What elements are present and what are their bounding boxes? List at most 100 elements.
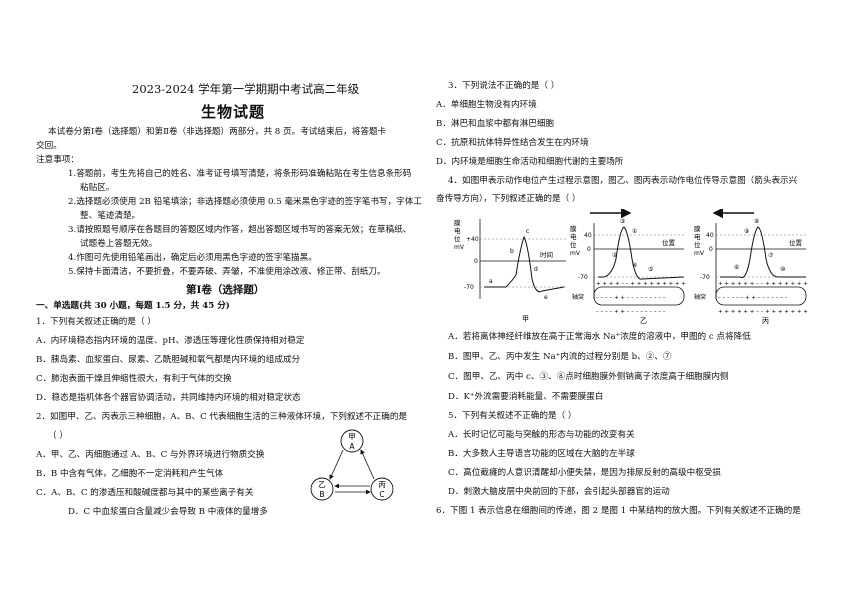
- label-top-sub: A: [349, 442, 355, 451]
- q2-option-c: C．A、B、C 的渗透压和酸碱度都与其中的某些离子有关: [36, 488, 254, 498]
- svg-text:⑩: ⑩: [780, 266, 785, 273]
- q2-option-d: D．C 中血浆蛋白含量减少会导致 B 中液体的量增多: [68, 507, 268, 517]
- q4-stem: 4．如图甲表示动作电位产生过程示意图，图乙、图丙表示动作电位传导示意图（箭头表示…: [448, 176, 798, 186]
- q5-option-b: B．大多数人主导语言功能的区域在大脑的左半球: [448, 449, 635, 459]
- svg-text:膜: 膜: [694, 224, 701, 233]
- svg-text:轴突: 轴突: [572, 293, 584, 301]
- svg-text:– – – – – – + + – – – – – – –: – – – – – – + + – – – – – – –: [718, 295, 788, 301]
- label-left-sub: B: [319, 490, 324, 499]
- svg-text:+40: +40: [466, 236, 479, 243]
- svg-text:位置: 位置: [662, 238, 676, 247]
- svg-text:乙: 乙: [640, 317, 647, 325]
- q5-option-c: C．高位截瘫的人意识清醒却小便失禁，是因为排尿反射的高级中枢受损: [448, 468, 721, 478]
- svg-text:– – – – + + – – – – – – – – –: – – – – + + – – – – – – – – –: [596, 295, 666, 301]
- q1-stem: 1．下列有关叙述正确的是（ ）: [36, 317, 156, 327]
- svg-text:-70: -70: [578, 274, 588, 281]
- circle-b: [310, 477, 334, 501]
- svg-text:位: 位: [454, 234, 461, 243]
- label-top: 甲: [348, 432, 356, 441]
- svg-text:+ + + + + + – – + + + + + + +: + + + + + + – – + + + + + + +: [718, 309, 808, 315]
- cell-environment-diagram: 甲 A 乙 B 丙 C: [310, 429, 394, 501]
- svg-text:e: e: [544, 294, 548, 301]
- exam-title: 2023-2024 学年第一学期期中考试高二年级: [132, 82, 360, 96]
- svg-text:①: ①: [632, 228, 637, 235]
- action-potential-figure: 膜 电 位 mV +40 0 -70 时间 a b c d e 甲 膜 电 位 …: [454, 209, 808, 325]
- svg-text:c: c: [526, 228, 529, 235]
- q1-option-d: D．稳态是指机体各个器官协调活动，共同维持内环境的相对稳定状态: [36, 393, 301, 403]
- note-item: 3.请按照题号顺序在各题目的答题区域内作答，超出答题区域书写的答案无效；在草稿纸…: [68, 225, 412, 235]
- label-left: 乙: [318, 480, 326, 489]
- note-item: 整、笔迹清楚。: [80, 211, 141, 221]
- svg-text:④: ④: [632, 262, 637, 269]
- q4-option-c: C．图甲、乙、丙中 c、③、⑧点时细胞膜外侧钠离子浓度高于细胞膜内侧: [448, 372, 729, 382]
- q6-stem: 6．下图 1 表示信息在细胞间的传递，图 2 是图 1 中某结构的放大图。下列有…: [436, 506, 801, 516]
- svg-text:位置: 位置: [789, 238, 803, 247]
- section-title: 一、单选题(共 30 小题，每题 1.5 分，共 45 分): [36, 301, 230, 311]
- svg-text:-70: -70: [464, 284, 474, 291]
- arrow-c-a: [360, 449, 375, 480]
- q3-option-c: C．抗原和抗体特异性结合发生在内环境: [436, 138, 589, 148]
- q1-option-b: B．胰岛素、血浆蛋白、尿素、乙酰胆碱和氧气都是内环境的组成成分: [36, 355, 301, 365]
- arrow-a-b: [329, 449, 344, 480]
- q5-stem: 5．下列有关叙述不正确的是（ ）: [448, 411, 577, 421]
- svg-text:40: 40: [706, 232, 714, 239]
- q5-option-a: A．长时记忆可能与突触的形态与功能的改变有关: [448, 430, 635, 440]
- intro-line: 交回。: [36, 141, 62, 151]
- svg-text:mV: mV: [570, 250, 581, 257]
- q5-option-d: D．刺激大脑皮层中央前回的下部，会引起头部器官的运动: [448, 487, 670, 497]
- svg-text:+ + + + + + – – + + + + + + +: + + + + + + – – + + + + + + +: [718, 281, 808, 287]
- note-item: 2.选择题必须使用 2B 铅笔填涂；非选择题必须使用 0.5 毫米黑色字迹的签字…: [68, 197, 422, 207]
- part-title: 第Ⅰ卷（选择题）: [186, 284, 265, 296]
- note-item: 5.保持卡面清洁，不要折叠，不要弄破、弄皱，不准使用涂改液、修正带、刮纸刀。: [68, 267, 386, 277]
- q3-option-d: D．内环境是细胞生命活动和细胞代谢的主要场所: [436, 157, 624, 167]
- svg-text:⑦: ⑦: [768, 252, 774, 259]
- svg-text:甲: 甲: [522, 315, 529, 323]
- svg-text:电: 电: [454, 226, 461, 235]
- svg-text:轴突: 轴突: [694, 293, 706, 301]
- svg-text:mV: mV: [694, 250, 705, 257]
- svg-text:⑥: ⑥: [734, 264, 739, 271]
- svg-text:②: ②: [612, 252, 618, 259]
- q1-option-c: C．肺泡表面干燥且伸缩性很大，有利于气体的交换: [36, 374, 232, 384]
- q3-stem: 3．下列说法不正确的是（ ）: [448, 81, 560, 91]
- svg-text:0: 0: [474, 258, 478, 265]
- intro-line: 本试卷分第Ⅰ卷（选择题）和第Ⅱ卷（非选择题）两部分，共 8 页。考试结束后，将答…: [48, 127, 387, 137]
- q2-option-a: A．甲、乙、丙细胞通过 A、B、C 与外界环境进行物质交换: [36, 450, 265, 460]
- svg-text:⑨: ⑨: [744, 228, 749, 235]
- axon-bing: [715, 286, 807, 306]
- q2-paren: （ ）: [48, 431, 68, 441]
- note-item: 粘贴区。: [80, 183, 115, 193]
- note-item: 1.答题前，考生先将自己的姓名、准考证号填写清楚，将条形码准确粘贴在考生信息条形…: [68, 169, 412, 179]
- svg-text:40: 40: [584, 232, 592, 239]
- svg-text:0: 0: [587, 246, 591, 253]
- svg-text:⑧: ⑧: [754, 218, 759, 225]
- svg-text:电: 电: [694, 232, 701, 241]
- subject-title: 生物试题: [201, 103, 266, 121]
- q2-option-b: B．B 中含有气体，乙细胞不一定消耗和产生气体: [36, 469, 224, 479]
- svg-text:膜: 膜: [454, 218, 461, 227]
- axon-yi: [593, 286, 685, 306]
- q4-option-d: D．K⁺外流需要消耗能量、不需要膜蛋白: [448, 392, 604, 402]
- svg-text:0: 0: [709, 246, 713, 253]
- q4-option-a: A．若将离体神经纤维放在高于正常海水 Na⁺浓度的溶液中，甲图的 c 点将降低: [448, 332, 751, 342]
- svg-text:位: 位: [694, 240, 701, 249]
- svg-text:位: 位: [570, 240, 577, 249]
- q2-stem: 2．如图甲、乙、丙表示三种细胞，A、B、C 代表细胞生活的三种液体环境，下列叙述…: [36, 412, 408, 422]
- q4-option-b: B．图甲、乙、丙中发生 Na⁺内流的过程分别是 b、②、⑦: [448, 352, 672, 362]
- note-item: 试题卷上答题无效。: [80, 239, 158, 249]
- q4-stem-cont: 奋传导方向），下列叙述正确的是（ ）: [436, 194, 581, 204]
- q1-option-a: A．内环境稳态指内环境的温度、pH、渗透压等理化性质保持相对稳定: [36, 336, 305, 346]
- svg-text:d: d: [534, 266, 538, 273]
- panel-jia: 膜 电 位 mV +40 0 -70 时间 a b c d e 甲: [454, 218, 566, 323]
- svg-text:-70: -70: [700, 274, 710, 281]
- q3-option-a: A．单细胞生物没有内环境: [436, 100, 537, 110]
- svg-text:丙: 丙: [762, 317, 769, 325]
- svg-text:+ + + + – – + + + + + + + + +: + + + + – – + + + + + + + + +: [596, 281, 686, 287]
- svg-text:mV: mV: [454, 244, 465, 251]
- svg-text:– – – – + + – – – – – – – – –: – – – – + + – – – – – – – – –: [596, 309, 666, 315]
- svg-text:③: ③: [620, 218, 625, 225]
- circle-c: [370, 477, 394, 501]
- panel-bing: 膜 电 位 mV 40 0 -70 位置 ⑥ ⑦ ⑧ ⑨ ⑩ + + + + +…: [694, 209, 808, 325]
- svg-text:b: b: [510, 248, 514, 255]
- q3-option-b: B．淋巴和血浆中都有淋巴细胞: [436, 119, 555, 129]
